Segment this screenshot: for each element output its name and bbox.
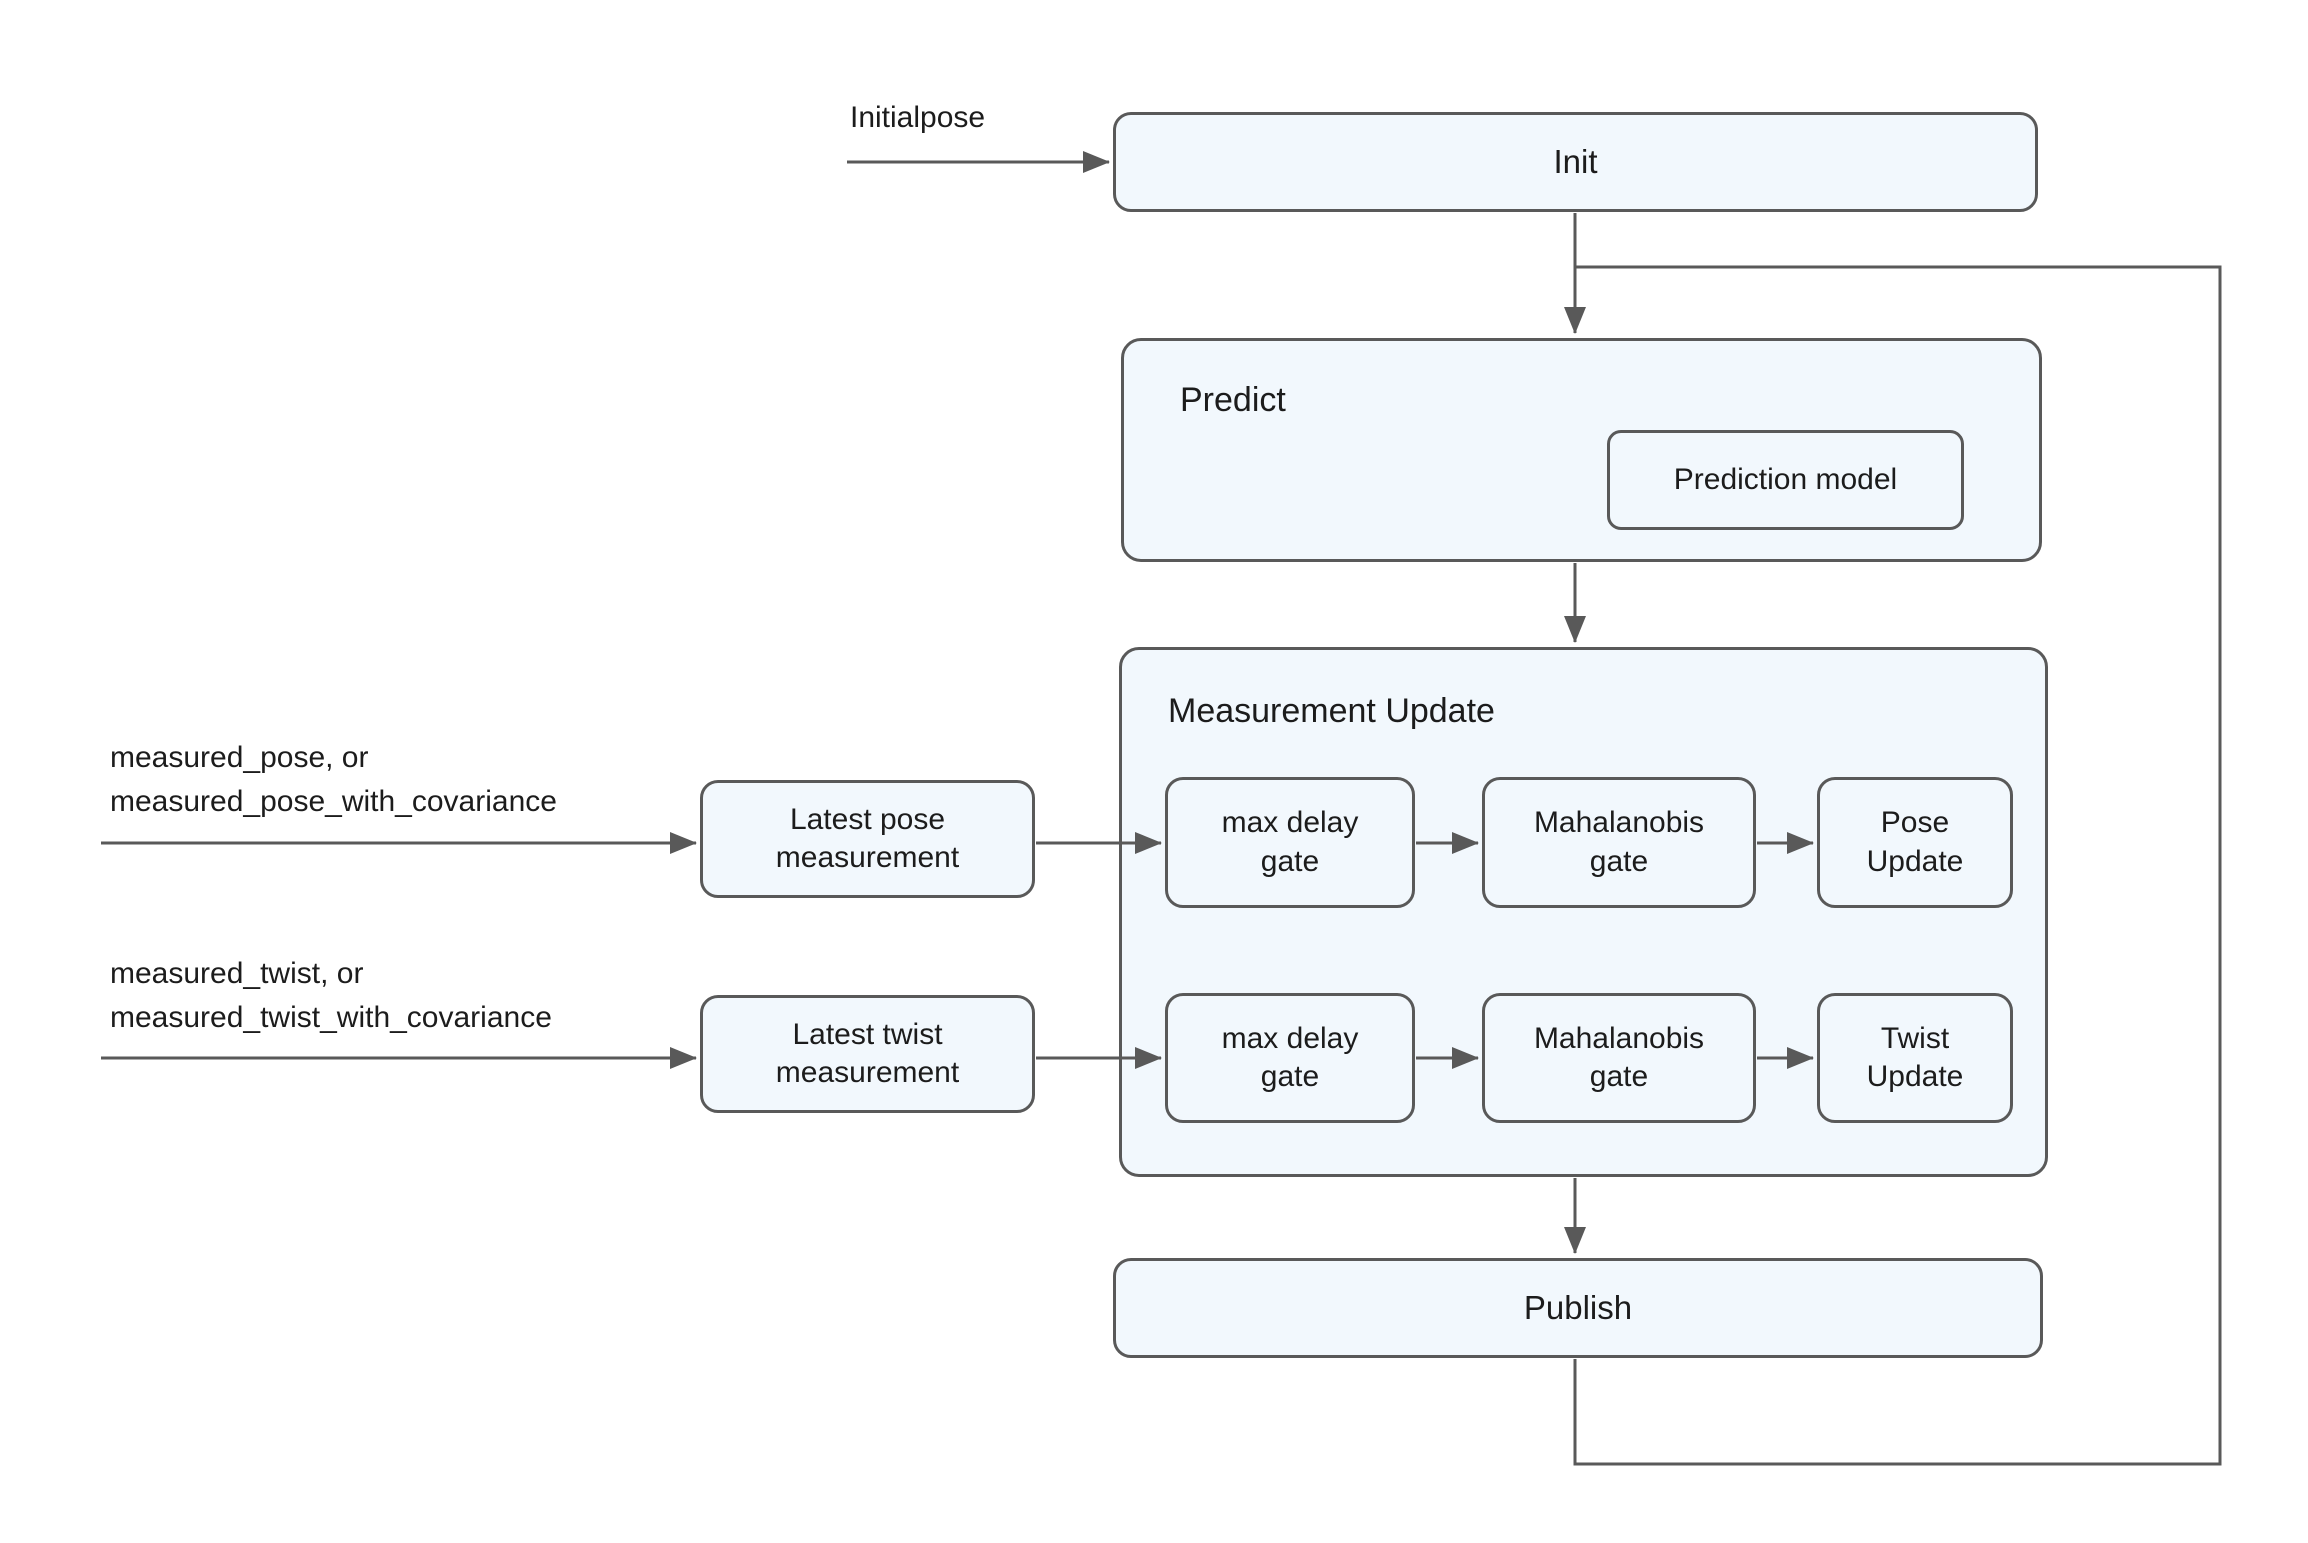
twist-max-delay-gate-node: max delay gate xyxy=(1165,993,1415,1123)
prediction-model-node: Prediction model xyxy=(1607,430,1964,530)
twist-mahalanobis-gate-label: Mahalanobis gate xyxy=(1533,1021,1705,1093)
twist-max-delay-gate-label: max delay gate xyxy=(1221,1021,1359,1093)
initialpose-label: Initialpose xyxy=(850,96,985,140)
pose-mahalanobis-gate-label: Mahalanobis gate xyxy=(1533,806,1705,878)
twist-mahalanobis-gate-node: Mahalanobis gate xyxy=(1482,993,1756,1123)
latest-pose-measurement-label: Latest pose measurement xyxy=(775,802,960,874)
measured-twist-label-line1: measured_twist, or xyxy=(110,957,364,990)
measured-pose-label-line2: measured_pose_with_covariance xyxy=(110,785,557,818)
measured-pose-label: measured_pose, or measured_pose_with_cov… xyxy=(110,736,557,824)
measured-pose-label-line1: measured_pose, or xyxy=(110,741,369,774)
latest-pose-measurement-node: Latest pose measurement xyxy=(700,780,1035,898)
publish-node: Publish xyxy=(1113,1258,2043,1358)
init-node-label: Init xyxy=(1553,142,1598,180)
prediction-model-label: Prediction model xyxy=(1673,462,1898,496)
publish-node-label: Publish xyxy=(1523,1288,1633,1326)
init-node: Init xyxy=(1113,112,2038,212)
pose-max-delay-gate-label: max delay gate xyxy=(1221,806,1359,878)
pose-max-delay-gate-node: max delay gate xyxy=(1165,777,1415,908)
measurement-update-title: Measurement Update xyxy=(1168,692,1495,730)
latest-twist-measurement-node: Latest twist measurement xyxy=(700,995,1035,1113)
measured-twist-label: measured_twist, or measured_twist_with_c… xyxy=(110,952,552,1040)
pose-update-label: Pose Update xyxy=(1866,806,1964,878)
pose-mahalanobis-gate-node: Mahalanobis gate xyxy=(1482,777,1756,908)
predict-container-title: Predict xyxy=(1180,381,1286,419)
initialpose-label-text: Initialpose xyxy=(850,101,986,134)
measured-twist-label-line2: measured_twist_with_covariance xyxy=(110,1001,552,1034)
twist-update-node: Twist Update xyxy=(1817,993,2013,1123)
pose-update-node: Pose Update xyxy=(1817,777,2013,908)
twist-update-label: Twist Update xyxy=(1866,1021,1964,1093)
latest-twist-measurement-label: Latest twist measurement xyxy=(775,1017,960,1089)
